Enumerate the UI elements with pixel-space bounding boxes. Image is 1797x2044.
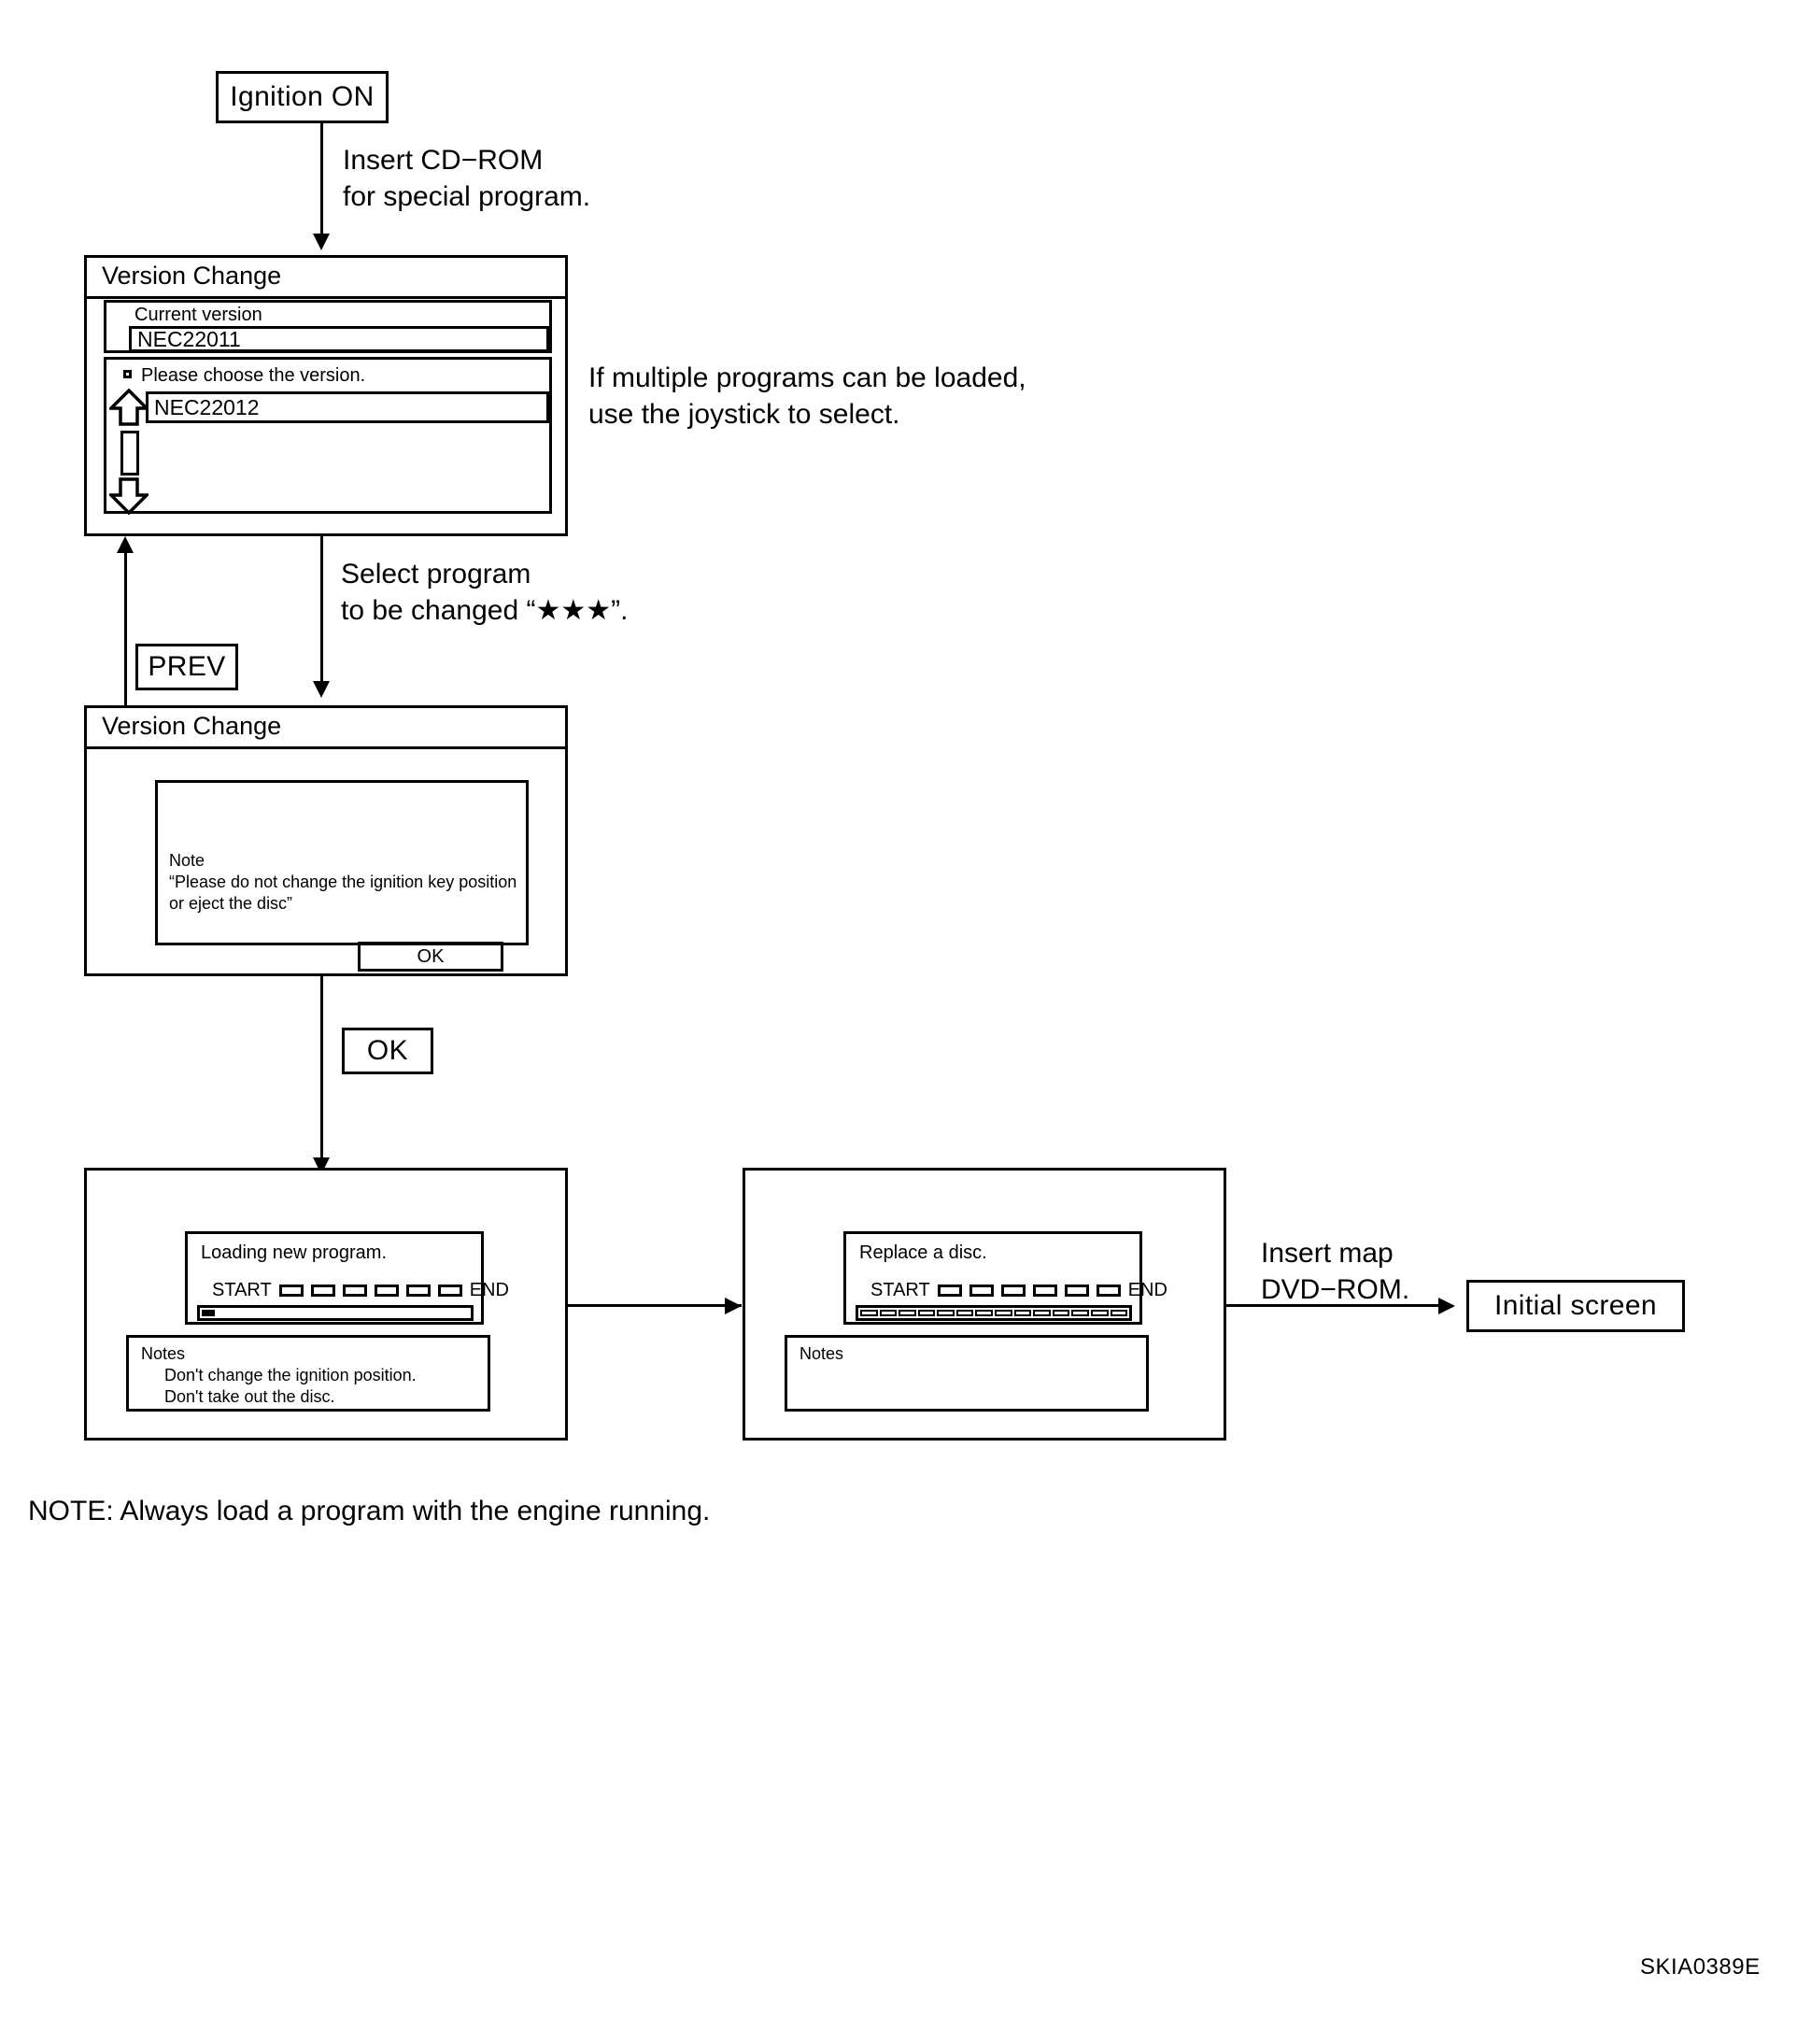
segment-cell (310, 1285, 335, 1297)
progress-block (937, 1310, 955, 1316)
progress-block (1052, 1310, 1070, 1316)
screen-version-confirm-title: Version Change (87, 708, 565, 749)
connector-prev-return-arrowhead (117, 536, 134, 553)
replace-segment-row: START END (870, 1279, 1167, 1302)
replace-notes-heading: Notes (799, 1344, 844, 1363)
choose-version-panel: Please choose the version. (104, 357, 552, 514)
loading-progress-fill (202, 1310, 215, 1316)
connector-ignition-arrowhead (313, 234, 330, 250)
segment-cell (405, 1285, 431, 1297)
note-heading: Note (169, 851, 205, 870)
loading-notes-panel: Notes Don't change the ignition position… (126, 1335, 490, 1412)
progress-block (995, 1310, 1012, 1316)
screen-ok-button-label: OK (417, 945, 445, 967)
loading-segment-row: START END (212, 1279, 509, 1302)
annotation-insert-map-dvd: Insert map DVD−ROM. (1261, 1238, 1410, 1305)
segment-cell (1064, 1285, 1089, 1297)
replace-message: Replace a disc. (859, 1242, 987, 1263)
annotation-insert-cdrom: Insert CD−ROM for special program. (343, 145, 591, 212)
loading-start-label: START (212, 1280, 272, 1300)
node-initial-screen: Initial screen (1466, 1280, 1685, 1332)
loading-message: Loading new program. (201, 1242, 388, 1263)
current-version-field: NEC22011 (129, 326, 549, 352)
progress-block (1013, 1310, 1032, 1316)
annotation-multiple-programs: If multiple programs can be loaded, use … (588, 362, 1026, 430)
segment-cell (278, 1285, 304, 1297)
screen-version-select: Version Change Current version NEC22011 … (84, 255, 568, 536)
connector-loading-to-replace-arrowhead (725, 1298, 742, 1314)
scroll-track[interactable] (120, 431, 139, 476)
segment-cell (342, 1285, 367, 1297)
connector-ignition-to-version (320, 123, 323, 235)
segment-cell (1096, 1285, 1121, 1297)
replace-end-label: END (1127, 1280, 1167, 1300)
node-ok-button-label: OK (366, 1035, 409, 1066)
loading-notes-line-2: Don't take out the disc. (164, 1387, 335, 1406)
loading-end-label: END (469, 1280, 509, 1300)
screen-ok-button[interactable]: OK (358, 942, 503, 972)
note-line-2: or eject the disc” (169, 894, 293, 913)
segment-cell (374, 1285, 399, 1297)
progress-block (1071, 1310, 1089, 1316)
screen-version-confirm: Version Change Note “Please do not chang… (84, 705, 568, 976)
replace-progress-panel: Replace a disc. START END (843, 1231, 1167, 1325)
choose-version-prompt: Please choose the version. (141, 365, 366, 386)
selectable-version-field[interactable]: NEC22012 (146, 391, 549, 423)
progress-block (1090, 1310, 1109, 1316)
connector-prev-return (124, 553, 127, 714)
node-ignition-on: Ignition ON (216, 71, 389, 123)
replace-start-label: START (870, 1280, 930, 1300)
loading-progress-panel: Loading new program. START END (185, 1231, 509, 1325)
choose-version-prompt-row: Please choose the version. (106, 360, 549, 388)
reference-code: SKIA0389E (1640, 1954, 1761, 1980)
annotation-select-program: Select program to be changed “★★★”. (341, 559, 629, 626)
progress-block (917, 1310, 936, 1316)
connector-confirm-to-loading (320, 976, 323, 1159)
progress-block (1033, 1310, 1051, 1316)
arrow-down-icon[interactable] (106, 477, 151, 516)
connector-select-to-confirm (320, 536, 323, 683)
node-prev-button[interactable]: PREV (135, 644, 238, 690)
node-initial-screen-label: Initial screen (1493, 1290, 1657, 1321)
node-prev-button-label: PREV (148, 651, 226, 682)
segment-cell (1000, 1285, 1026, 1297)
connector-replace-to-initial-arrowhead (1438, 1298, 1455, 1314)
arrow-up-icon[interactable] (106, 388, 151, 426)
loading-notes-heading: Notes (141, 1344, 186, 1363)
note-line-1: “Please do not change the ignition key p… (169, 873, 517, 891)
progress-block (955, 1310, 974, 1316)
replace-progress-bar (856, 1305, 1132, 1321)
segment-cell (937, 1285, 962, 1297)
bullet-square-icon (123, 370, 132, 378)
loading-progress-bar (197, 1305, 474, 1321)
progress-block (975, 1310, 994, 1316)
selectable-version-value: NEC22012 (154, 394, 260, 419)
replace-notes-panel: Notes (785, 1335, 1149, 1412)
connector-loading-to-replace (568, 1304, 742, 1307)
current-version-label: Current version (134, 305, 262, 325)
connector-select-to-confirm-arrowhead (313, 681, 330, 698)
screen-replace-disc: Replace a disc. START END (743, 1168, 1226, 1441)
segment-cell (969, 1285, 994, 1297)
node-ok-button[interactable]: OK (342, 1028, 433, 1074)
progress-block (879, 1310, 898, 1316)
note-panel: Note “Please do not change the ignition … (155, 780, 529, 945)
screen-loading: Loading new program. START END Notes Don… (84, 1168, 568, 1441)
screen-version-select-title: Version Change (87, 258, 565, 299)
segment-cell (437, 1285, 462, 1297)
progress-block (1110, 1310, 1128, 1316)
bottom-note: NOTE: Always load a program with the eng… (28, 1496, 711, 1526)
node-ignition-on-label: Ignition ON (230, 81, 375, 112)
segment-cell (1032, 1285, 1057, 1297)
connector-replace-to-initial (1226, 1304, 1450, 1307)
current-version-value: NEC22011 (137, 326, 241, 351)
progress-block (860, 1310, 878, 1316)
loading-notes-line-1: Don't change the ignition position. (164, 1366, 417, 1384)
progress-block (898, 1310, 916, 1316)
replace-progress-blocks (858, 1308, 1129, 1318)
